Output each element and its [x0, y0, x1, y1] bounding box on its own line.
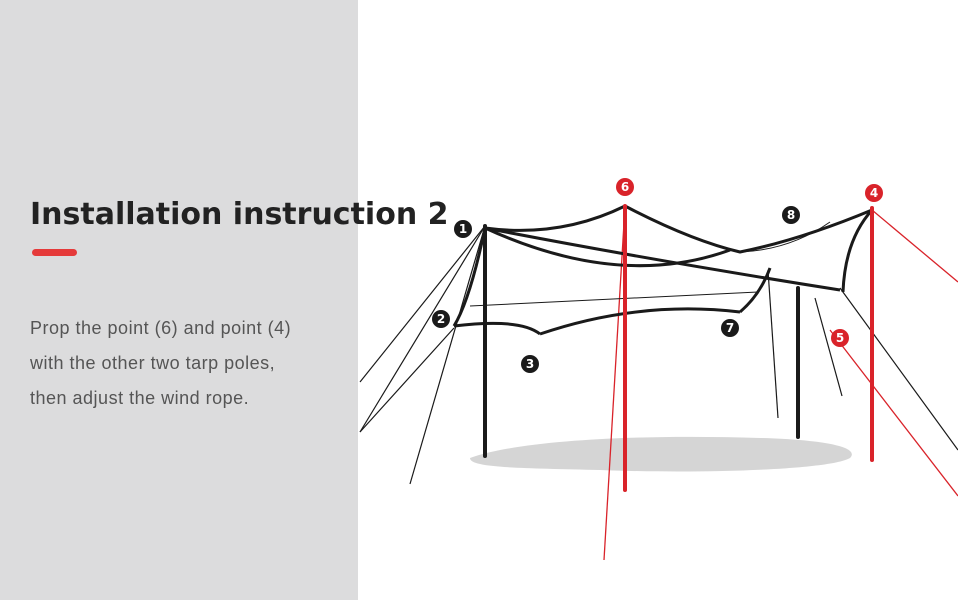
- marker-1-label: 1: [459, 222, 467, 236]
- marker-5-dot: [831, 329, 849, 347]
- title-accent-bar: [32, 249, 77, 256]
- marker-3: 3: [521, 355, 539, 373]
- marker-2-dot: [432, 310, 450, 328]
- marker-8: 8: [782, 206, 800, 224]
- marker-1: 1: [454, 220, 472, 238]
- marker-3-label: 3: [526, 357, 534, 371]
- tarp-fold-lines: [469, 221, 831, 307]
- instruction-line-1: Prop the point (6) and point (4): [30, 318, 292, 338]
- left-panel: [0, 0, 358, 600]
- marker-6-label: 6: [621, 180, 629, 194]
- marker-4-label: 4: [870, 186, 878, 200]
- tarp-outline: [452, 204, 874, 336]
- instruction-line-3: then adjust the wind rope.: [30, 388, 250, 408]
- marker-7-label: 7: [726, 321, 734, 335]
- marker-3-dot: [521, 355, 539, 373]
- marker-8-label: 8: [787, 208, 795, 222]
- marker-5: 5: [831, 329, 849, 347]
- marker-8-dot: [782, 206, 800, 224]
- marker-5-label: 5: [836, 331, 844, 345]
- instruction-text: Prop the point (6) and point (4) with th…: [30, 311, 350, 416]
- marker-7: 7: [721, 319, 739, 337]
- marker-2-label: 2: [437, 312, 445, 326]
- marker-6-dot: [616, 178, 634, 196]
- marker-6: 6: [616, 178, 634, 196]
- marker-4: 4: [865, 184, 883, 202]
- marker-1-dot: [454, 220, 472, 238]
- marker-4-dot: [865, 184, 883, 202]
- marker-7-dot: [721, 319, 739, 337]
- marker-2: 2: [432, 310, 450, 328]
- black-poles: [483, 224, 800, 458]
- red-poles: [623, 204, 874, 492]
- instruction-line-2: with the other two tarp poles,: [30, 353, 276, 373]
- guy-ropes: [359, 225, 958, 485]
- page-title: Installation instruction 2: [30, 197, 449, 232]
- ground-shadow: [470, 436, 852, 472]
